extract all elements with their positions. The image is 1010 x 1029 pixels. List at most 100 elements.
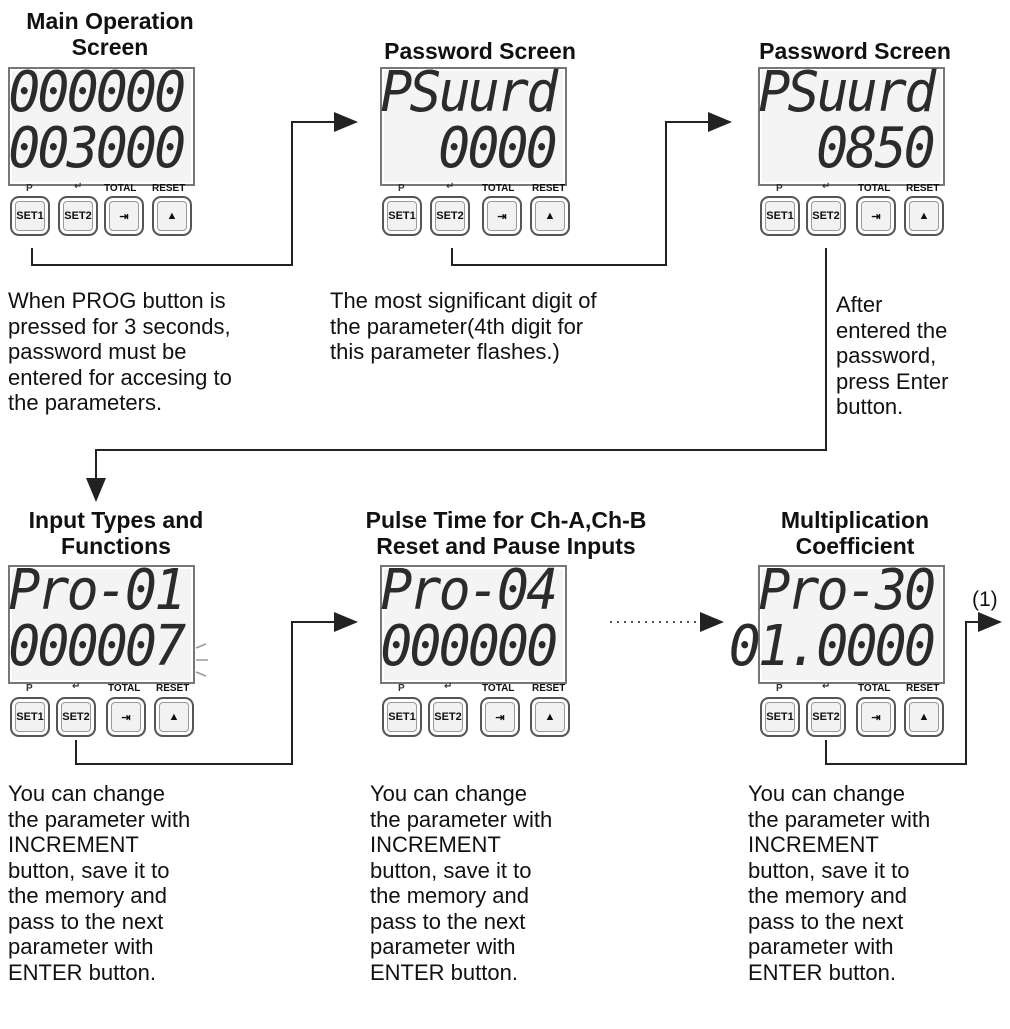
total-button[interactable]: ⇥ [106, 697, 146, 737]
reset-button[interactable]: ▲ [904, 697, 944, 737]
lcd-display: Pro-30 01.0000 [729, 559, 945, 684]
step-description: You can change the parameter with INCREM… [8, 781, 191, 985]
lcd-row-bottom: 003000 [7, 116, 186, 181]
reset-label: RESET [152, 183, 186, 194]
lcd-panel-main: 000000 003000 [7, 61, 197, 193]
enter-icon: ↵ [822, 181, 831, 192]
set2-button[interactable]: SET2 [806, 697, 846, 737]
step-description: You can change the parameter with INCREM… [748, 781, 931, 985]
lcd-row-top: PSuurd [379, 60, 558, 125]
p-mark: P [398, 183, 405, 194]
lcd-display: Pro-04 000000 [379, 559, 567, 684]
p-mark: P [26, 183, 33, 194]
reset-button[interactable]: ▲ [530, 697, 570, 737]
increment-icon: ▲ [918, 711, 930, 723]
step-title-pulse-time: Pulse Time for Ch-A,Ch-B Reset and Pause… [365, 507, 647, 559]
lcd-row-top: PSuurd [757, 60, 936, 125]
reset-button[interactable]: ▲ [152, 196, 192, 236]
reset-label: RESET [906, 683, 940, 694]
increment-icon: ▲ [918, 210, 930, 222]
set1-button[interactable]: SET1 [760, 196, 800, 236]
increment-icon: ▲ [544, 210, 556, 222]
step-title-password: Password Screen [384, 38, 576, 64]
arrow-password-to-password [451, 112, 732, 266]
total-icon: ⇥ [871, 210, 881, 223]
step-description: After entered the password, press Enter … [836, 292, 949, 419]
set1-button[interactable]: SET1 [382, 196, 422, 236]
step-description: The most significant digit of the parame… [330, 288, 597, 364]
lcd-display: 000000 003000 [7, 61, 195, 186]
total-button[interactable]: ⇥ [104, 196, 144, 236]
reset-button[interactable]: ▲ [154, 697, 194, 737]
set1-button[interactable]: SET1 [10, 196, 50, 236]
total-button[interactable]: ⇥ [482, 196, 522, 236]
reset-button[interactable]: ▲ [904, 196, 944, 236]
total-button[interactable]: ⇥ [480, 697, 520, 737]
enter-icon: ↵ [444, 681, 453, 692]
lcd-display: Pro-01 000007 [7, 559, 195, 684]
arrow-input-types-to-pulse-time [75, 612, 358, 765]
p-mark: P [398, 683, 405, 694]
total-label: TOTAL [482, 183, 515, 194]
set2-button[interactable]: SET2 [806, 196, 846, 236]
lcd-panel-multiplication: Pro-30 01.0000 [729, 559, 947, 691]
total-icon: ⇥ [497, 210, 507, 223]
total-label: TOTAL [104, 183, 137, 194]
total-label: TOTAL [108, 683, 141, 694]
set2-button[interactable]: SET2 [430, 196, 470, 236]
continuation-label: (1) [972, 588, 998, 611]
set1-button[interactable]: SET1 [382, 697, 422, 737]
step-title-main-operation: Main Operation Screen [26, 8, 194, 60]
lcd-display: PSuurd 0000 [380, 61, 567, 186]
total-label: TOTAL [858, 683, 891, 694]
set2-button[interactable]: SET2 [428, 697, 468, 737]
enter-icon: ↵ [72, 681, 81, 692]
increment-icon: ▲ [166, 210, 178, 222]
increment-icon: ▲ [168, 711, 180, 723]
lcd-row-bottom: 000007 [7, 614, 186, 679]
total-icon: ⇥ [871, 711, 881, 724]
total-icon: ⇥ [495, 711, 505, 724]
enter-icon: ↵ [74, 181, 83, 192]
reset-button[interactable]: ▲ [530, 196, 570, 236]
lcd-row-bottom: 0850 [816, 116, 936, 181]
total-label: TOTAL [858, 183, 891, 194]
reset-label: RESET [906, 183, 940, 194]
lcd-row-top: Pro-04 [379, 558, 558, 623]
set2-button[interactable]: SET2 [58, 196, 98, 236]
set2-button[interactable]: SET2 [56, 697, 96, 737]
step-title-multiplication: Multiplication Coefficient [780, 507, 930, 559]
set1-button[interactable]: SET1 [10, 697, 50, 737]
step-title-input-types: Input Types and Functions [28, 507, 204, 559]
lcd-panel-pulse-time: Pro-04 000000 [379, 559, 569, 691]
arrow-password-to-input-types [86, 248, 827, 502]
p-mark: P [776, 183, 783, 194]
increment-icon: ▲ [544, 711, 556, 723]
lcd-row-bottom: 000000 [379, 614, 558, 679]
lcd-row-bottom: 01.0000 [728, 614, 936, 679]
arrow-main-to-password [31, 112, 358, 266]
lcd-panel-password: PSuurd 0000 [380, 61, 569, 193]
lcd-row-top: Pro-30 [757, 558, 936, 623]
total-icon: ⇥ [121, 711, 131, 724]
total-label: TOTAL [482, 683, 515, 694]
p-mark: P [776, 683, 783, 694]
arrow-to-continuation [825, 612, 1002, 765]
p-mark: P [26, 683, 33, 694]
set1-button[interactable]: SET1 [760, 697, 800, 737]
lcd-panel-input-types: Pro-01 000007 [7, 559, 197, 691]
step-description: You can change the parameter with INCREM… [370, 781, 553, 985]
lcd-row-top: Pro-01 [7, 558, 186, 623]
lcd-panel-password-entered: PSuurd 0850 [758, 61, 947, 193]
total-button[interactable]: ⇥ [856, 697, 896, 737]
reset-label: RESET [156, 683, 190, 694]
enter-icon: ↵ [446, 181, 455, 192]
lcd-display: PSuurd 0850 [758, 61, 945, 186]
step-title-password-entered: Password Screen [759, 38, 951, 64]
reset-label: RESET [532, 683, 566, 694]
lcd-row-bottom: 0000 [438, 116, 558, 181]
enter-icon: ↵ [822, 681, 831, 692]
total-button[interactable]: ⇥ [856, 196, 896, 236]
lcd-row-top: 000000 [7, 60, 186, 125]
total-icon: ⇥ [119, 210, 129, 223]
